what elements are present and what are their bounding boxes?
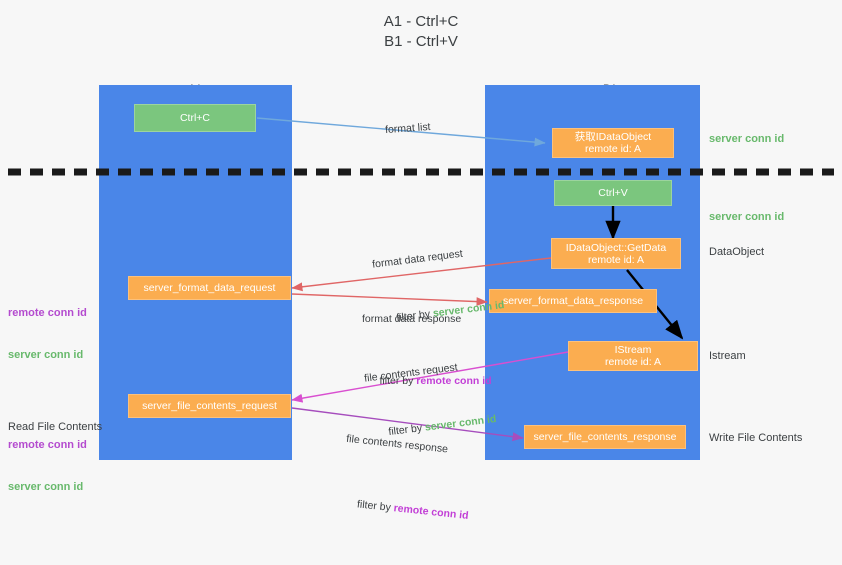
label-write-file-contents: Write File Contents xyxy=(709,432,803,444)
edge-label-format-data-response-filter-prefix: filter by xyxy=(379,375,417,387)
edge-label-format-data-response: format data response filter by remote co… xyxy=(362,284,492,430)
node-server-file-contents-request[interactable]: server_file_contents_request xyxy=(128,394,291,418)
node-server-file-contents-request-label: server_file_contents_request xyxy=(142,400,277,412)
left-conn-ids-top: remote conn id server conn id xyxy=(8,278,87,390)
edge-label-format-list-text: format list xyxy=(384,120,431,137)
node-get-idataobject-sub: remote id: A xyxy=(584,143,642,155)
node-get-idataobject[interactable]: 获取IDataObject remote id: A xyxy=(552,128,674,158)
left-read-file-contents-group: Read File Contents xyxy=(8,392,102,462)
node-get-idataobject-label: 获取IDataObject xyxy=(574,131,652,143)
node-istream-sub: remote id: A xyxy=(604,356,662,368)
left-server-conn-id-bottom: server conn id xyxy=(8,481,84,493)
node-idataobject-getdata-label: IDataObject::GetData xyxy=(565,241,667,254)
diagram-canvas: A1 - Ctrl+C B1 - Ctrl+V A1 remote B1 con… xyxy=(8,13,834,522)
page-title: A1 - Ctrl+C B1 - Ctrl+V xyxy=(383,13,459,50)
node-ctrl-c-label: Ctrl+C xyxy=(179,112,211,124)
left-remote-conn-id-bottom: remote conn id xyxy=(8,439,87,451)
left-remote-conn-id-top: remote conn id xyxy=(8,307,87,319)
node-ctrl-c[interactable]: Ctrl+C xyxy=(134,104,256,132)
edge-label-format-data-response-text: format data response xyxy=(362,313,462,325)
label-istream: Istream xyxy=(709,350,746,362)
node-istream[interactable]: IStream remote id: A xyxy=(568,341,698,371)
node-idataobject-getdata[interactable]: IDataObject::GetData remote id: A xyxy=(551,238,681,269)
label-server-conn-id-top: server conn id xyxy=(709,133,785,145)
edge-label-file-contents-request-text: file contents request xyxy=(363,361,459,385)
node-server-file-contents-response-label: server_file_contents_response xyxy=(533,431,677,443)
edge-label-file-contents-response-text: file contents response xyxy=(345,432,449,456)
edge-label-format-list: format list xyxy=(372,106,432,152)
node-idataobject-getdata-sub: remote id: A xyxy=(587,253,645,266)
edge-label-file-contents-response: file contents response filter by remote … xyxy=(335,404,479,565)
label-read-file-contents: Read File Contents xyxy=(8,421,103,433)
edge-label-format-data-request-text: format data request xyxy=(371,247,464,271)
edge-label-file-contents-response-filter-value: remote conn id xyxy=(393,502,470,522)
node-server-format-data-response[interactable]: server_format_data_response xyxy=(489,289,657,313)
node-server-file-contents-response[interactable]: server_file_contents_response xyxy=(524,425,686,449)
label-server-conn-id-second: server conn id xyxy=(709,211,785,223)
node-ctrl-v-label: Ctrl+V xyxy=(598,187,628,199)
node-server-format-data-request[interactable]: server_format_data_request xyxy=(128,276,291,300)
edge-label-format-data-response-filter-value: remote conn id xyxy=(416,375,492,387)
left-conn-ids-bottom: remote conn id server conn id xyxy=(8,410,87,522)
node-ctrl-v[interactable]: Ctrl+V xyxy=(554,180,672,206)
edge-label-file-contents-response-filter-prefix: filter by xyxy=(356,498,395,515)
left-server-conn-id-top: server conn id xyxy=(8,349,84,361)
label-dataobject: DataObject xyxy=(709,246,765,258)
node-istream-label: IStream xyxy=(614,344,652,356)
node-server-format-data-response-label: server_format_data_response xyxy=(502,295,644,307)
node-server-format-data-request-label: server_format_data_request xyxy=(143,282,276,294)
